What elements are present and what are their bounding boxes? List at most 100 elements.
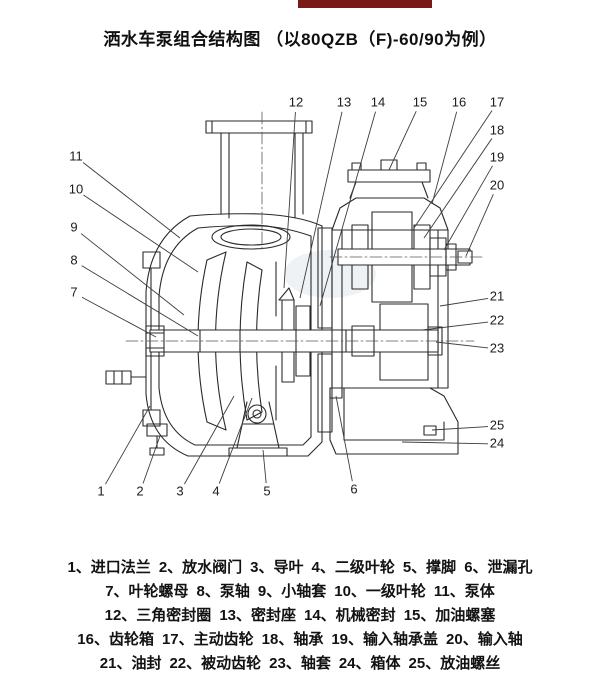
legend-item: 7、叶轮螺母: [105, 583, 189, 600]
callout-number-1: 1: [97, 483, 104, 498]
bearing: [413, 264, 431, 290]
callout-leader-21: [439, 297, 489, 307]
legend-item: 4、二级叶轮: [311, 559, 395, 576]
legend-item: 25、放油螺丝: [408, 655, 501, 672]
callout-leader-19: [443, 165, 493, 251]
page-title: 洒水车泵组合结构图 （以80QZB（F)-60/90为例）: [103, 30, 497, 49]
callout-leader-16: [431, 111, 458, 205]
bearing: [351, 224, 369, 250]
top-banner: [298, 0, 432, 8]
callout-leader-1: [105, 405, 151, 485]
callout-leader-8: [81, 265, 199, 337]
callout-number-15: 15: [413, 94, 427, 109]
legend-item: 9、小轴套: [257, 583, 327, 600]
oil-fill-plug: [380, 159, 398, 171]
callout-leader-20: [465, 194, 494, 257]
triangle-seal-ring: [278, 287, 295, 301]
centerlines: [125, 111, 483, 342]
legend-item: 5、撑脚: [402, 559, 457, 576]
callout-leader-10: [83, 194, 199, 273]
legend-item: 22、被动齿轮: [169, 655, 262, 672]
callout-number-16: 16: [452, 94, 466, 109]
callout-number-3: 3: [176, 483, 183, 498]
callout-leader-14: [319, 111, 376, 307]
legend-item: 1、进口法兰: [67, 559, 151, 576]
callout-leader-17: [413, 110, 493, 229]
legend-row-5: 21、油封 22、被动齿轮 23、轴套 24、箱体 25、放油螺丝: [0, 652, 600, 676]
suction-opening: [211, 224, 291, 250]
callout-number-7: 7: [70, 284, 77, 299]
legend-row-3: 12、三角密封圈 13、密封座 14、机械密封 15、加油螺塞: [0, 604, 600, 628]
seal-seat: [295, 305, 311, 331]
legend-item: 17、主动齿轮: [161, 631, 254, 648]
legend-item: 14、机械密封: [304, 607, 396, 624]
callout-number-11: 11: [69, 148, 83, 163]
callout-leader-2: [142, 435, 161, 484]
callout-number-12: 12: [289, 94, 303, 109]
callout-leader-6: [335, 395, 353, 482]
callout-number-14: 14: [371, 94, 385, 109]
legend-row-4: 16、齿轮箱 17、主动齿轮 18、轴承 19、输入轴承盖 20、输入轴: [0, 628, 600, 652]
callout-number-17: 17: [490, 94, 504, 109]
legend-item: 3、导叶: [250, 559, 304, 576]
callout-number-10: 10: [69, 181, 83, 196]
driven-gear-assembly: [345, 303, 443, 381]
callout-number-2: 2: [136, 483, 143, 498]
callout-leader-22: [421, 321, 489, 331]
legend-item: 2、放水阀门: [158, 559, 243, 576]
callout-number-24: 24: [490, 435, 504, 450]
callout-leader-4: [218, 397, 253, 484]
callout-leader-12: [283, 111, 296, 289]
callout-leader-3: [184, 395, 235, 485]
pump-cross-section: [105, 111, 483, 457]
bearing: [351, 264, 369, 290]
legend-item: 15、加油螺塞: [403, 607, 496, 624]
legend-item: 21、油封: [99, 655, 162, 672]
callout-leader-9: [80, 233, 185, 316]
callout-leader-18: [423, 138, 493, 239]
legend-item: 8、泵轴: [196, 583, 250, 600]
legend-item: 19、输入轴承盖: [331, 631, 439, 648]
callout-number-19: 19: [490, 149, 504, 164]
callout-number-5: 5: [263, 483, 270, 498]
callout-number-21: 21: [490, 288, 504, 303]
drain-valve: [146, 423, 168, 456]
legend-item: 20、输入轴: [446, 631, 523, 648]
callout-number-23: 23: [490, 340, 504, 355]
callout-number-25: 25: [490, 417, 504, 432]
base-pedestal: [329, 387, 459, 455]
legend-item: 6、泄漏孔: [464, 559, 533, 576]
callout-leader-24: [401, 441, 489, 445]
legend-row-1: 1、进口法兰 2、放水阀门 3、导叶 4、二级叶轮 5、撑脚 6、泄漏孔: [0, 556, 600, 580]
legend-item: 13、密封座: [219, 607, 296, 624]
pump-diagram: 1234567891011121314151617181920212223252…: [69, 94, 504, 498]
callout-number-22: 22: [490, 312, 504, 327]
callout-leader-7: [81, 296, 157, 338]
parts-legend: 1、进口法兰 2、放水阀门 3、导叶 4、二级叶轮 5、撑脚 6、泄漏孔 7、叶轮螺母 8、…: [0, 556, 600, 676]
callout-leader-11: [82, 162, 181, 239]
legend-item: 16、齿轮箱: [77, 631, 154, 648]
callout-number-8: 8: [70, 252, 77, 267]
inlet-pipe: [205, 120, 313, 219]
callout-leader-5: [262, 449, 267, 484]
callout-number-13: 13: [337, 94, 351, 109]
left-stud-bolt: [105, 370, 147, 385]
legend-item: 23、轴套: [269, 655, 331, 672]
callout-leader-23: [435, 341, 489, 349]
legend-item: 11、泵体: [433, 583, 495, 600]
callout-number-18: 18: [490, 122, 504, 137]
legend-item: 18、轴承: [261, 631, 324, 648]
legend-item: 10、一级叶轮: [334, 583, 426, 600]
callout-number-6: 6: [350, 481, 357, 496]
support-leg: [228, 401, 288, 457]
callout-leader-25: [431, 426, 489, 431]
bearing: [413, 224, 431, 250]
callout-number-9: 9: [70, 219, 77, 234]
callout-number-20: 20: [490, 177, 504, 192]
legend-item: 12、三角密封圈: [104, 607, 212, 624]
callout-number-4: 4: [212, 483, 219, 498]
seal-assembly: [278, 287, 311, 383]
legend-item: 24、箱体: [338, 655, 401, 672]
